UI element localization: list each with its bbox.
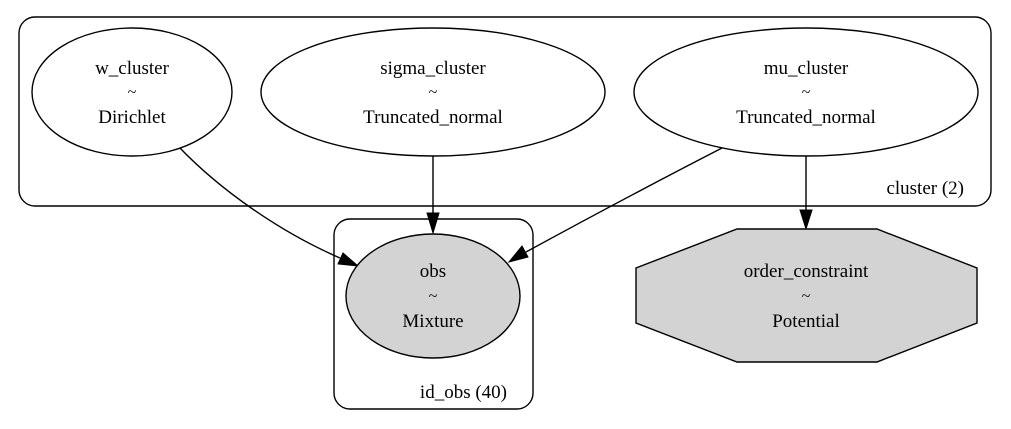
node-mu-cluster-dist: Truncated_normal [736,107,876,128]
node-mu-cluster-sep: ~ [802,84,811,101]
edge-mu-cluster-to-obs [507,147,723,263]
node-w-cluster-name: w_cluster [95,58,170,79]
plate-cluster-label: cluster (2) [886,178,964,199]
node-order-constraint-dist: Potential [772,311,840,332]
edge-w-cluster-to-obs [177,145,360,267]
node-obs-name: obs [420,261,446,282]
node-sigma-cluster-sep: ~ [429,84,438,101]
node-sigma-cluster-name: sigma_cluster [380,58,486,79]
node-mu-cluster[interactable]: mu_cluster ~ Truncated_normal [633,27,979,157]
edge-sigma-cluster-to-obs [426,155,440,235]
node-obs[interactable]: obs ~ Mixture [345,233,521,359]
node-mu-cluster-name: mu_cluster [764,58,849,79]
node-obs-sep: ~ [429,288,438,305]
node-sigma-cluster[interactable]: sigma_cluster ~ Truncated_normal [260,27,606,157]
node-w-cluster-dist: Dirichlet [98,107,166,128]
node-order-constraint-sep: ~ [802,288,811,305]
node-w-cluster-sep: ~ [128,84,137,101]
node-w-cluster[interactable]: w_cluster ~ Dirichlet [31,27,233,157]
node-order-constraint-name: order_constraint [744,261,869,282]
edge-mu-cluster-to-order-constraint [799,155,813,231]
node-sigma-cluster-dist: Truncated_normal [363,107,503,128]
node-order-constraint[interactable]: order_constraint ~ Potential [635,228,978,363]
node-obs-dist: Mixture [402,311,463,332]
plate-cluster [18,16,992,207]
plate-id-obs-label: id_obs (40) [420,382,507,403]
